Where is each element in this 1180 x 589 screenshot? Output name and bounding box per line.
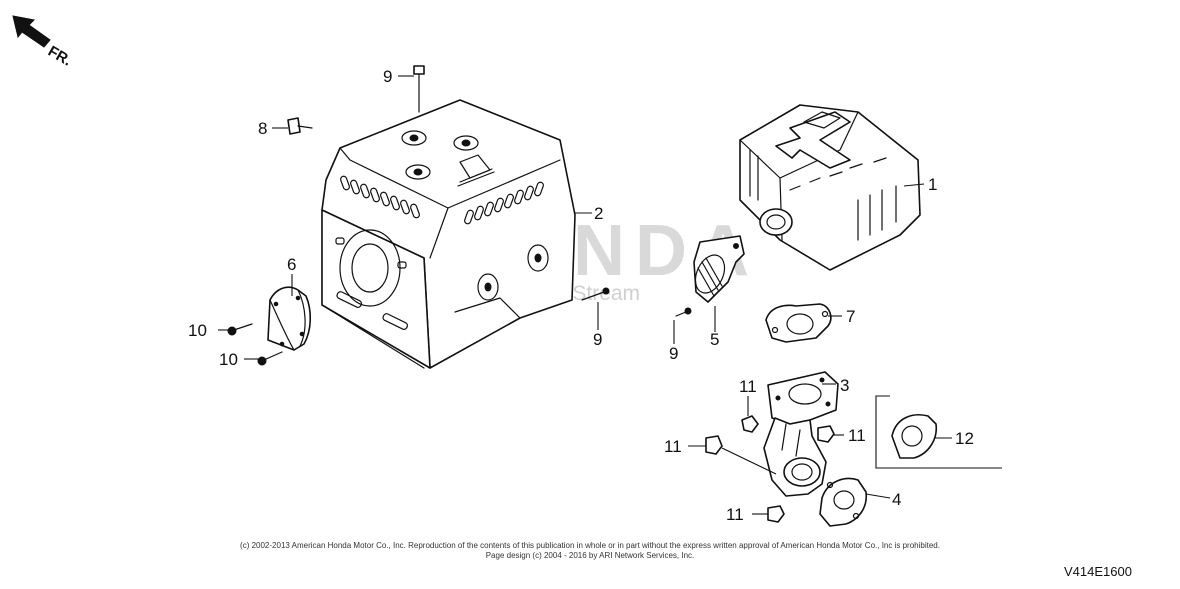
- copyright-line-1: (c) 2002-2013 American Honda Motor Co., …: [240, 541, 940, 550]
- part-6-exhaust-deflector[interactable]: [267, 286, 312, 351]
- part-1-muffler[interactable]: [739, 104, 921, 271]
- callout-1[interactable]: 1: [928, 175, 937, 194]
- callout-numbers: 1 2 3 4 5 6 7 8 9 9 9 10 10 11 11 11 11 …: [188, 67, 974, 524]
- callout-10-lower[interactable]: 10: [219, 350, 238, 369]
- callout-2[interactable]: 2: [594, 204, 603, 223]
- callout-4[interactable]: 4: [892, 490, 901, 509]
- part-3-exhaust-pipe[interactable]: [763, 371, 839, 497]
- copyright-line-2: Page design (c) 2004 - 2016 by ARI Netwo…: [485, 551, 695, 560]
- part-7-gasket[interactable]: [765, 303, 832, 343]
- callout-11-right[interactable]: 11: [848, 426, 866, 445]
- callout-9-top[interactable]: 9: [383, 67, 392, 86]
- part-12-gasket[interactable]: [875, 395, 1002, 469]
- callout-10-upper[interactable]: 10: [188, 321, 207, 340]
- fasteners: [227, 65, 835, 523]
- front-label: FR.: [45, 43, 74, 70]
- callout-9-right[interactable]: 9: [593, 330, 602, 349]
- callout-leaders: [218, 75, 952, 515]
- callout-11-left[interactable]: 11: [664, 437, 682, 456]
- top-vents: [340, 175, 544, 225]
- callout-7[interactable]: 7: [846, 307, 855, 326]
- callout-6[interactable]: 6: [287, 255, 296, 274]
- front-arrow-icon: [12, 15, 51, 48]
- callout-12[interactable]: 12: [955, 429, 974, 448]
- callout-11-bottom[interactable]: 11: [726, 505, 744, 524]
- callout-3[interactable]: 3: [840, 376, 849, 395]
- part-2-muffler-protector[interactable]: [321, 99, 576, 369]
- callout-8[interactable]: 8: [258, 119, 267, 138]
- front-direction-indicator: FR.: [12, 15, 74, 70]
- part-5-spark-arrester[interactable]: [690, 235, 745, 303]
- callout-11-top[interactable]: 11: [739, 377, 757, 396]
- part-4-gasket[interactable]: [819, 477, 868, 527]
- diagram-code: V414E1600: [1064, 564, 1132, 579]
- callout-9-lower[interactable]: 9: [669, 344, 678, 363]
- callout-5[interactable]: 5: [710, 330, 719, 349]
